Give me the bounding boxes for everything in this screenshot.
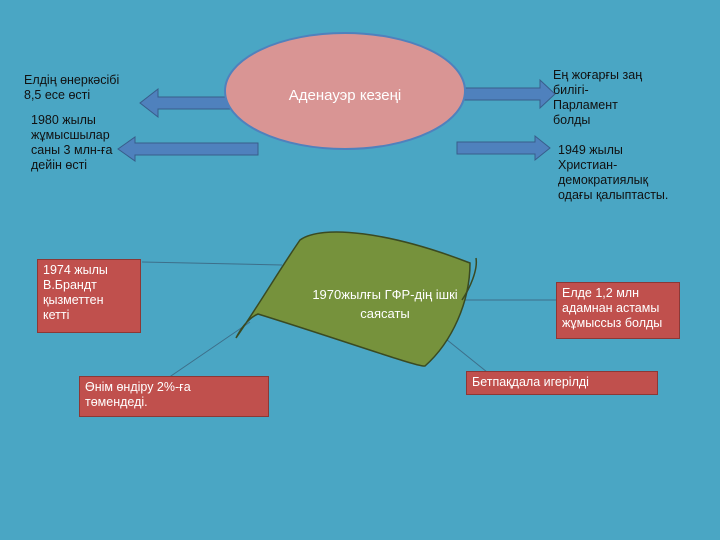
box-brandt-line: кетті xyxy=(43,308,70,322)
box-brandt-line: қызметтен xyxy=(43,293,104,307)
note-party-line: 1949 жылы xyxy=(558,143,623,157)
note-workers: 1980 жылы жұмысшылар саны 3 млн-ға дейін… xyxy=(31,113,112,173)
box-betpakdala: Бетпақдала игерілді xyxy=(466,371,658,395)
note-workers-line: дейін өсті xyxy=(31,158,88,172)
box-betpakdala-line: Бетпақдала игерілді xyxy=(472,375,589,389)
note-party-line: одағы қалыптасты. xyxy=(558,188,669,202)
box-brandt-line: В.Брандт xyxy=(43,278,97,292)
note-party: 1949 жылы Христиан- демократиялық одағы … xyxy=(558,143,668,203)
connector-brandt xyxy=(141,261,283,266)
box-brandt-line: 1974 жылы xyxy=(43,263,108,277)
note-workers-line: жұмысшылар xyxy=(31,128,110,142)
ellipse-title: Аденауэр кезеңі xyxy=(288,87,402,104)
box-unemployed-line: адамнан астамы xyxy=(562,301,660,315)
box-unemployed: Елде 1,2 млн адамнан астамы жұмыссыз бол… xyxy=(556,282,680,339)
central-ellipse xyxy=(224,32,466,150)
wave-flag-curl xyxy=(461,257,478,301)
note-party-line: демократиялық xyxy=(558,173,649,187)
note-industry-line: Елдің өнеркәсібі xyxy=(24,73,120,87)
flag-title-line1: 1970жылғы ГФР-дің ішкі xyxy=(312,287,458,302)
note-law-line: билігі- xyxy=(553,83,589,97)
note-industry-line: 8,5 есе өсті xyxy=(24,88,91,102)
arrow-right-upper xyxy=(461,78,556,110)
flag-title-line2: саясаты xyxy=(360,306,410,321)
box-production-line: Өнім өндіру 2%-ға xyxy=(85,380,191,394)
arrow-right-lower xyxy=(456,134,551,162)
box-production-line: төмендеді. xyxy=(85,395,148,409)
note-party-line: Христиан- xyxy=(558,158,618,172)
arrow-left-upper xyxy=(139,87,231,119)
note-workers-line: саны 3 млн-ға xyxy=(31,143,113,157)
wave-flag-shape xyxy=(235,231,471,367)
box-unemployed-line: Елде 1,2 млн xyxy=(562,286,639,300)
note-law-line: Ең жоғарғы заң xyxy=(553,68,643,82)
connector-production xyxy=(167,321,251,379)
note-workers-line: 1980 жылы xyxy=(31,113,96,127)
note-industry: Елдің өнеркәсібі 8,5 есе өсті xyxy=(24,73,119,103)
box-unemployed-line: жұмыссыз болды xyxy=(562,316,663,330)
note-law-line: болды xyxy=(553,113,591,127)
note-law: Ең жоғарғы заң билігі- Парламент болды xyxy=(553,68,642,128)
arrow-left-lower xyxy=(117,136,259,162)
box-brandt: 1974 жылы В.Брандт қызметтен кетті xyxy=(37,259,141,333)
flag-title: 1970жылғы ГФР-дің ішкі саясаты xyxy=(300,285,470,323)
note-law-line: Парламент xyxy=(553,98,618,112)
box-production: Өнім өндіру 2%-ға төмендеді. xyxy=(79,376,269,417)
